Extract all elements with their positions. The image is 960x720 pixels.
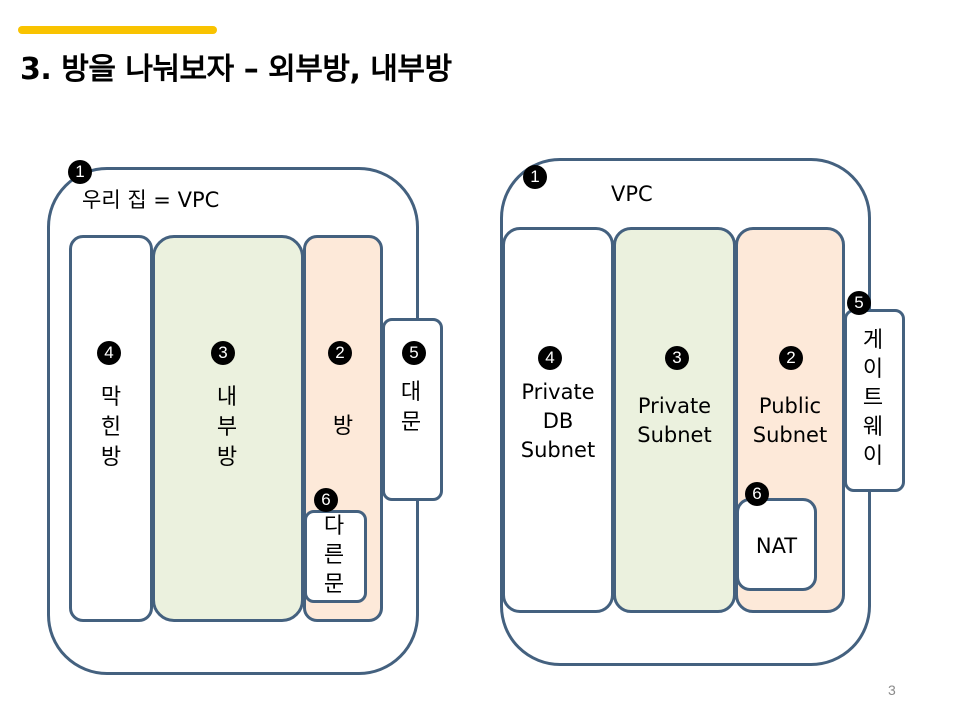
badge-2: 2 — [328, 341, 352, 365]
badge-4: 4 — [538, 346, 562, 370]
gateway-label: 게 이 트 웨 이 — [858, 326, 888, 471]
other-door-box — [304, 510, 367, 603]
badge-5: 5 — [402, 341, 426, 365]
label-char: 른 — [323, 543, 345, 568]
badge-1: 1 — [68, 160, 92, 184]
label-char: 트 — [862, 386, 884, 411]
badge-6: 6 — [745, 482, 769, 506]
private-db-subnet-box — [502, 227, 614, 613]
label-char: 대 — [400, 380, 422, 405]
private-subnet-box — [613, 227, 736, 613]
label-char: 방 — [216, 445, 238, 470]
badge-1: 1 — [523, 165, 547, 189]
label-line: DB — [542, 409, 574, 433]
gateway-box — [844, 309, 905, 492]
inner-room-label: 내 부 방 — [212, 383, 242, 473]
label-line: Subnet — [637, 423, 712, 447]
main-gate-label: 대 문 — [396, 378, 426, 438]
badge-4: 4 — [97, 341, 121, 365]
label-line: Public — [758, 394, 822, 418]
private-subnet-label: Private Subnet — [613, 392, 736, 450]
label-char: 내 — [216, 385, 238, 410]
badge-3: 3 — [211, 341, 235, 365]
nat-box — [736, 498, 817, 591]
house-vpc-label: 우리 집 = VPC — [82, 188, 220, 212]
badge-3: 3 — [665, 346, 689, 370]
page-number: 3 — [888, 682, 896, 698]
inner-room-box — [152, 235, 304, 622]
label-char: 웨 — [862, 415, 884, 440]
label-char: 이 — [862, 357, 884, 382]
badge-5: 5 — [847, 291, 871, 315]
label-char: 방 — [100, 445, 122, 470]
sealed-room-label: 막 힌 방 — [96, 383, 126, 473]
label-char: 부 — [216, 415, 238, 440]
label-char: 다 — [323, 514, 345, 539]
nat-label: NAT — [755, 534, 798, 558]
label-char: 문 — [323, 572, 345, 597]
label-line: Private — [637, 394, 712, 418]
slide-title: 3. 방을 나눠보자 – 외부방, 내부방 — [20, 52, 452, 87]
label-line: Subnet — [752, 423, 828, 447]
badge-2: 2 — [779, 346, 803, 370]
room-label: 방 — [328, 412, 358, 442]
label-char: 이 — [862, 444, 884, 469]
label-line: Private — [521, 380, 595, 404]
badge-6: 6 — [314, 488, 338, 512]
label-char: 힌 — [100, 415, 122, 440]
title-accent-bar — [18, 26, 217, 34]
label-line: Subnet — [520, 438, 596, 462]
public-subnet-label: Public Subnet — [735, 392, 845, 450]
vpc-label: VPC — [611, 182, 653, 206]
label-char: 막 — [100, 385, 122, 410]
other-door-label: 다 른 문 — [319, 512, 349, 599]
label-char: 문 — [400, 410, 422, 435]
label-char: 방 — [332, 414, 354, 439]
label-char: 게 — [862, 328, 884, 353]
sealed-room-box — [69, 235, 153, 622]
private-db-subnet-label: Private DB Subnet — [502, 378, 614, 465]
